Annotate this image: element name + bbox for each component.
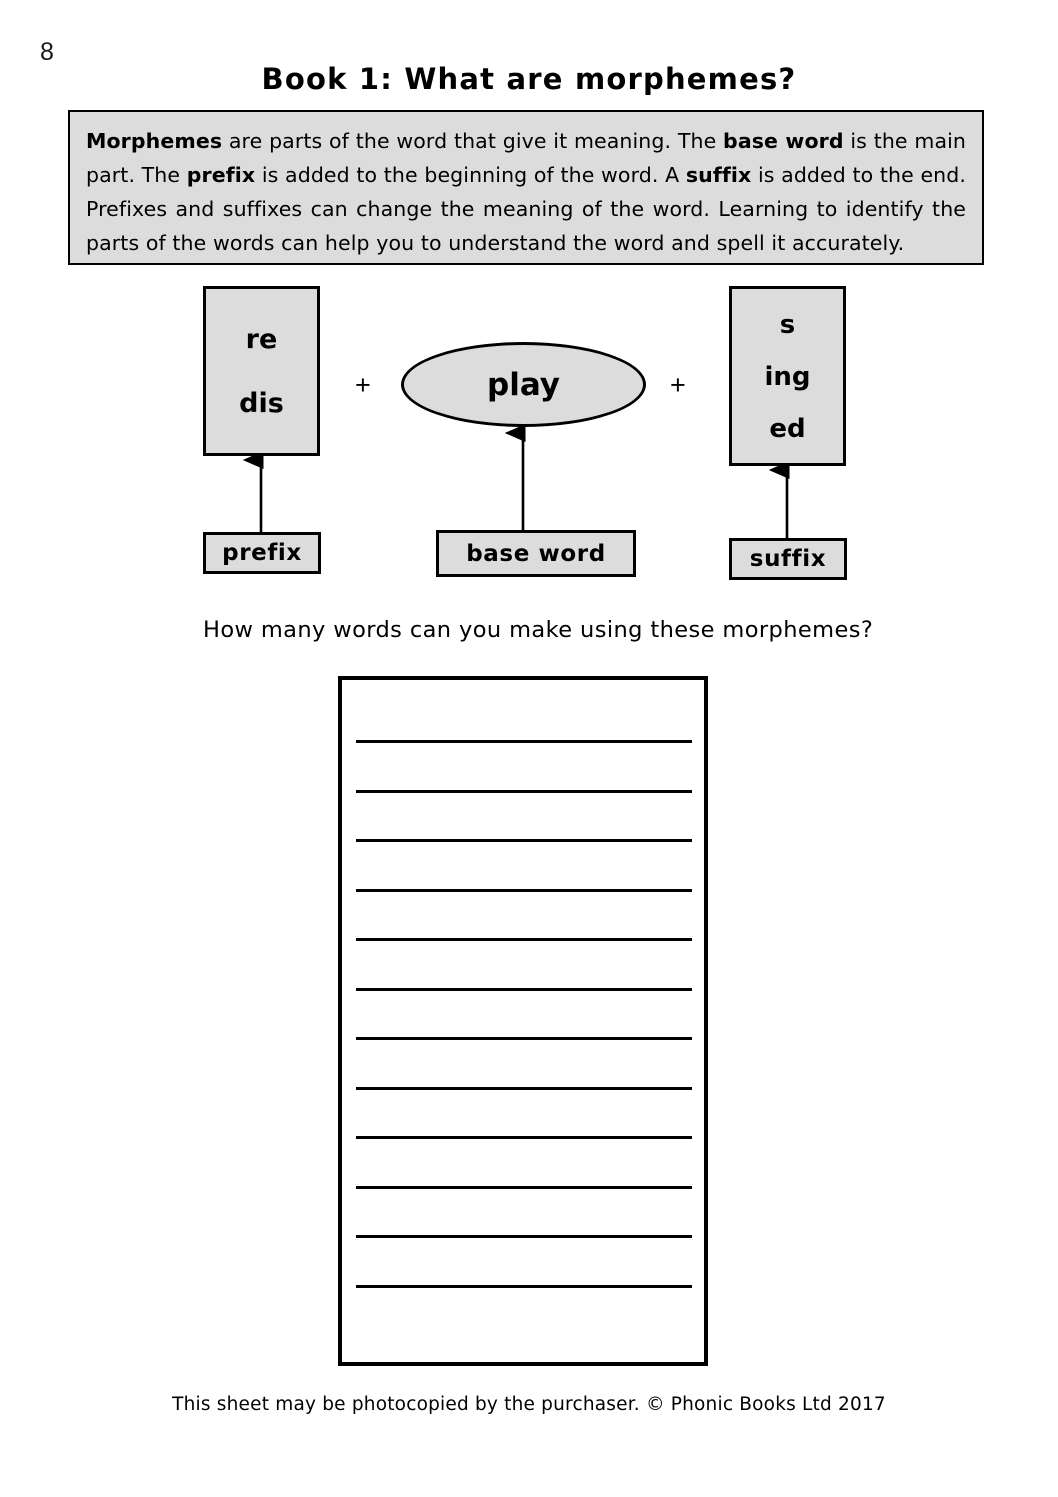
intro-description-box: Morphemes are parts of the word that giv… (68, 110, 984, 265)
answer-writing-lines (356, 740, 692, 1334)
answer-line[interactable] (356, 987, 692, 991)
answer-box[interactable] (338, 676, 708, 1366)
suffix-morpheme-box: s ing ed (729, 286, 846, 466)
footer-copyright: This sheet may be photocopied by the pur… (172, 1394, 886, 1415)
plus-operator-right: + (670, 370, 686, 400)
page-number: 8 (40, 38, 54, 66)
prefix-item-re: re (245, 323, 278, 355)
intro-bold-term: base word (723, 129, 844, 153)
answer-line[interactable] (356, 888, 692, 892)
intro-bold-term: suffix (685, 163, 752, 187)
answer-line[interactable] (356, 839, 692, 842)
answer-line[interactable] (356, 1185, 692, 1189)
intro-text-run: is added to the end. Prefixes and suffix… (86, 163, 967, 255)
question-prompt: How many words can you make using these … (203, 617, 874, 643)
answer-line[interactable] (356, 1037, 692, 1040)
answer-line[interactable] (356, 1235, 692, 1238)
suffix-item-s: s (779, 310, 796, 340)
answer-line[interactable] (356, 938, 692, 941)
morpheme-diagram: re dis + play + s ing ed prefix base wor… (0, 270, 1058, 600)
answer-line[interactable] (356, 789, 692, 793)
suffix-item-ing: ing (764, 362, 811, 392)
page-title: Book 1: What are morphemes? (261, 62, 797, 96)
prefix-item-dis: dis (239, 387, 284, 419)
answer-line[interactable] (356, 1284, 692, 1288)
plus-operator-left: + (355, 370, 371, 400)
intro-text-run: are parts of the word that give it meani… (222, 129, 724, 153)
base-word-text: play (487, 366, 560, 403)
prefix-label-box: prefix (203, 532, 321, 574)
suffix-item-ed: ed (769, 414, 806, 444)
intro-paragraph: Morphemes are parts of the word that giv… (86, 124, 966, 260)
intro-text-run: is the main part. The (86, 129, 966, 187)
base-word-ellipse: play (401, 342, 646, 427)
answer-line[interactable] (356, 740, 692, 743)
intro-text-run: is added to the beginning of the word. A (255, 163, 686, 187)
answer-line[interactable] (356, 1136, 692, 1139)
prefix-morpheme-box: re dis (203, 286, 320, 456)
suffix-label-box: suffix (729, 538, 847, 580)
intro-bold-term: Morphemes (86, 129, 223, 153)
intro-bold-term: prefix (186, 163, 256, 187)
answer-line[interactable] (356, 1086, 692, 1090)
base-word-label-box: base word (436, 530, 636, 577)
